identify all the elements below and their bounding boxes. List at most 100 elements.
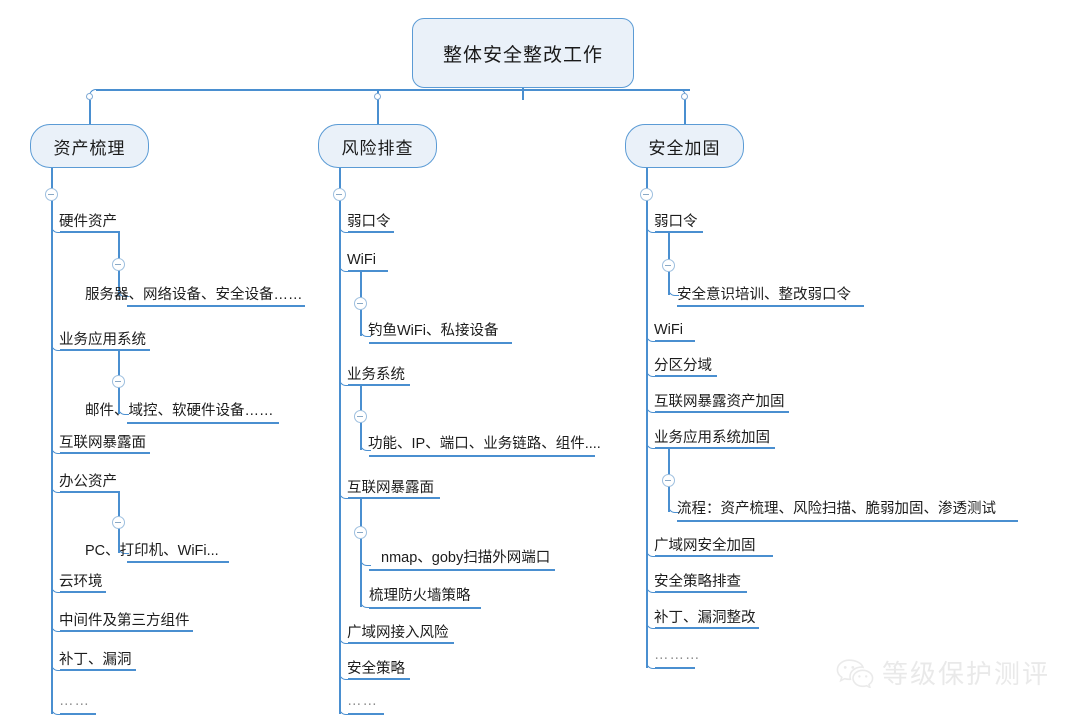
branch-1-item-3-sub-1-label[interactable]: 梳理防火墙策略 [369,588,471,604]
branch-2-item-0-underline [655,231,703,233]
branch-0-item-1-sub-0-elbow [118,394,129,415]
branch-1-item-6-elbow [339,694,350,715]
branch-1-item-2-sub-0-label[interactable]: 功能、IP、端口、业务链路、组件.... [368,436,601,452]
branch-2-item-0-sub-0-label[interactable]: 安全意识培训、整改弱口令 [677,287,851,303]
branch-0-item-7-elbow [51,694,62,715]
branch-0-item-3-label[interactable]: 办公资产 [59,474,117,490]
branch-1-item-3-sub-1-underline [369,607,481,609]
branch-0-item-2-elbow [51,433,62,454]
branch-0-item-6-underline [60,669,136,671]
branch-2-item-7-elbow [646,608,657,629]
branch-2-item-4-collapse-toggle[interactable] [662,474,675,487]
branch-1-item-2-underline [348,384,410,386]
branch-0-item-4-label[interactable]: 云环境 [59,574,103,590]
branch-2-item-0-elbow [646,212,657,233]
branch-0-item-0-label[interactable]: 硬件资产 [59,214,117,230]
branch-0-item-0-sub-0-underline [127,305,305,307]
root-node-label: 整体安全整改工作 [442,44,603,66]
branch-1-item-3-sub-0-label[interactable]: nmap、goby扫描外网端口 [381,550,551,566]
branch-0-item-7-label[interactable]: …… [59,693,90,709]
branch-2-item-5-label[interactable]: 广域网安全加固 [654,538,756,554]
branch-0-item-6-label[interactable]: 补丁、漏洞 [59,652,132,668]
branch-2-item-3-label[interactable]: 互联网暴露资产加固 [654,394,785,410]
branch-2-item-4-sub-0-label[interactable]: 流程：资产梳理、风险扫描、脆弱加固、渗透测试 [677,501,996,517]
branch-1-item-1-sub-0-elbow [360,316,371,337]
root-node[interactable]: 整体安全整改工作 [412,18,634,88]
branch-1-item-5-elbow [339,659,350,680]
root-bar [96,89,690,91]
branch-1-item-6-label[interactable]: …… [347,693,378,709]
branch-1-item-0-label[interactable]: 弱口令 [347,214,391,230]
branch-0-item-3-underline [60,491,120,493]
branch-1-item-1-label[interactable]: WiFi [347,252,376,268]
branch-2-item-6-underline [655,591,747,593]
branch-2-item-4-sub-0-underline [677,520,1018,522]
branch-0-item-5-elbow [51,611,62,632]
branch-1-item-5-label[interactable]: 安全策略 [347,661,405,677]
bar-dot-2[interactable] [681,93,688,100]
branch-1-item-1-sub-0-label[interactable]: 钓鱼WiFi、私接设备 [368,323,499,339]
watermark-text: 等级保护测评 [882,660,1051,690]
branch-1-item-1-collapse-toggle[interactable] [354,297,367,310]
branch-2-item-7-label[interactable]: 补丁、漏洞整改 [654,610,756,626]
branch-0-item-5-label[interactable]: 中间件及第三方组件 [59,613,190,629]
branch-0-item-2-underline [60,452,150,454]
branch-1-item-5-underline [348,678,410,680]
branch-1-item-4-label[interactable]: 广域网接入风险 [347,625,449,641]
branch-1-item-2-collapse-toggle[interactable] [354,410,367,423]
branch-1-item-3-collapse-toggle[interactable] [354,526,367,539]
branch-2-item-4-elbow [646,428,657,449]
branch-1-item-4-elbow [339,623,350,644]
branch-0-item-0-collapse-toggle[interactable] [112,258,125,271]
branch-2-item-7-underline [655,627,759,629]
branch-2-item-8-label[interactable]: ……… [654,647,701,663]
branch-2-item-5-underline [655,555,773,557]
branch-0-item-6-elbow [51,650,62,671]
branch-0-item-1-elbow [51,330,62,351]
branch-2-item-4-label[interactable]: 业务应用系统加固 [654,430,770,446]
branch-node-asset-inventory[interactable]: 资产梳理 [30,124,149,168]
branch-1-item-2-label[interactable]: 业务系统 [347,367,405,383]
branch-2-item-0-label[interactable]: 弱口令 [654,214,698,230]
branch-1-item-3-sub-1-elbow [360,587,371,608]
branch-0-collapse-toggle[interactable] [45,188,58,201]
branch-2-item-0-collapse-toggle[interactable] [662,259,675,272]
branch-1-item-3-label[interactable]: 互联网暴露面 [347,480,434,496]
branch-2-collapse-toggle[interactable] [640,188,653,201]
bar-dot-1[interactable] [374,93,381,100]
branch-0-item-1-sub-0-label[interactable]: 邮件、域控、软硬件设备…… [85,403,274,419]
branch-node-security-hardening[interactable]: 安全加固 [625,124,744,168]
branch-0-item-1-sub-0-underline [127,422,279,424]
root-bar-left-elbow [89,89,104,112]
branch-0-item-4-underline [60,591,106,593]
branch-0-item-2-label[interactable]: 互联网暴露面 [59,435,146,451]
branch-2-item-5-elbow [646,536,657,557]
branch-2-item-0-sub-0-underline [677,305,864,307]
branch-2-item-1-label[interactable]: WiFi [654,322,683,338]
branch-2-item-2-underline [655,375,717,377]
branch-node-risk-investigation[interactable]: 风险排查 [318,124,437,168]
branch-node-risk-investigation-label: 风险排查 [341,138,414,158]
branch-0-item-3-sub-0-label[interactable]: PC、打印机、WiFi... [85,543,219,559]
branch-1-item-3-elbow [339,478,350,499]
branch-0-item-3-collapse-toggle[interactable] [112,516,125,529]
branch-0-item-1-label[interactable]: 业务应用系统 [59,332,146,348]
branch-2-item-6-label[interactable]: 安全策略排查 [654,574,741,590]
branch-0-item-1-underline [60,349,150,351]
branch-2-item-1-elbow [646,321,657,342]
branch-0-item-0-sub-0-label[interactable]: 服务器、网络设备、安全设备…… [85,287,303,303]
branch-0-item-1-collapse-toggle[interactable] [112,375,125,388]
branch-1-item-1-sub-0-underline [369,342,512,344]
branch-2-item-6-elbow [646,572,657,593]
branch-2-item-3-elbow [646,392,657,413]
bar-dot-0[interactable] [86,93,93,100]
branch-1-item-2-sub-0-underline [369,455,595,457]
branch-0-item-0-underline [60,231,120,233]
branch-0-item-0-sub-0-elbow [118,276,129,297]
wechat-icon [836,658,874,688]
branch-2-item-2-label[interactable]: 分区分域 [654,358,712,374]
branch-1-item-1-underline [348,270,388,272]
branch-1-collapse-toggle[interactable] [333,188,346,201]
branch-0-item-7-underline [60,713,96,715]
